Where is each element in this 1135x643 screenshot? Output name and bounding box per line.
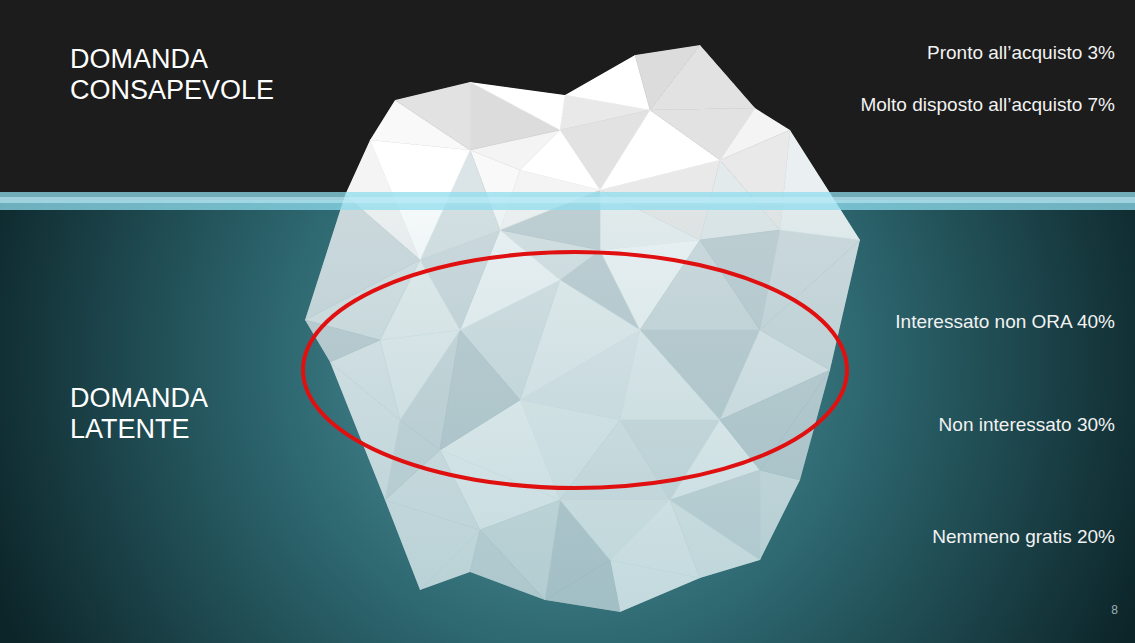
segment-label: Molto disposto all’acquisto 7% [860, 94, 1115, 116]
segment-label: Nemmeno gratis 20% [932, 526, 1115, 548]
sky [0, 0, 1135, 202]
highlight-ellipse [303, 252, 847, 488]
segment-label: Pronto all’acquisto 3% [927, 42, 1115, 64]
sea [0, 200, 1135, 643]
segment-label: Interessato non ORA 40% [895, 311, 1115, 333]
section-heading: DOMANDA CONSAPEVOLE [70, 44, 274, 106]
section-heading: DOMANDA LATENTE [70, 383, 207, 445]
iceberg-facet [650, 45, 755, 110]
water-line [0, 192, 1135, 210]
water-line-highlight [0, 197, 1135, 203]
segment-label: Non interessato 30% [939, 414, 1115, 436]
iceberg-facet [470, 82, 565, 130]
underwater-tint [0, 205, 1135, 643]
iceberg-facet [395, 82, 470, 150]
page-number: 8 [1111, 604, 1118, 618]
